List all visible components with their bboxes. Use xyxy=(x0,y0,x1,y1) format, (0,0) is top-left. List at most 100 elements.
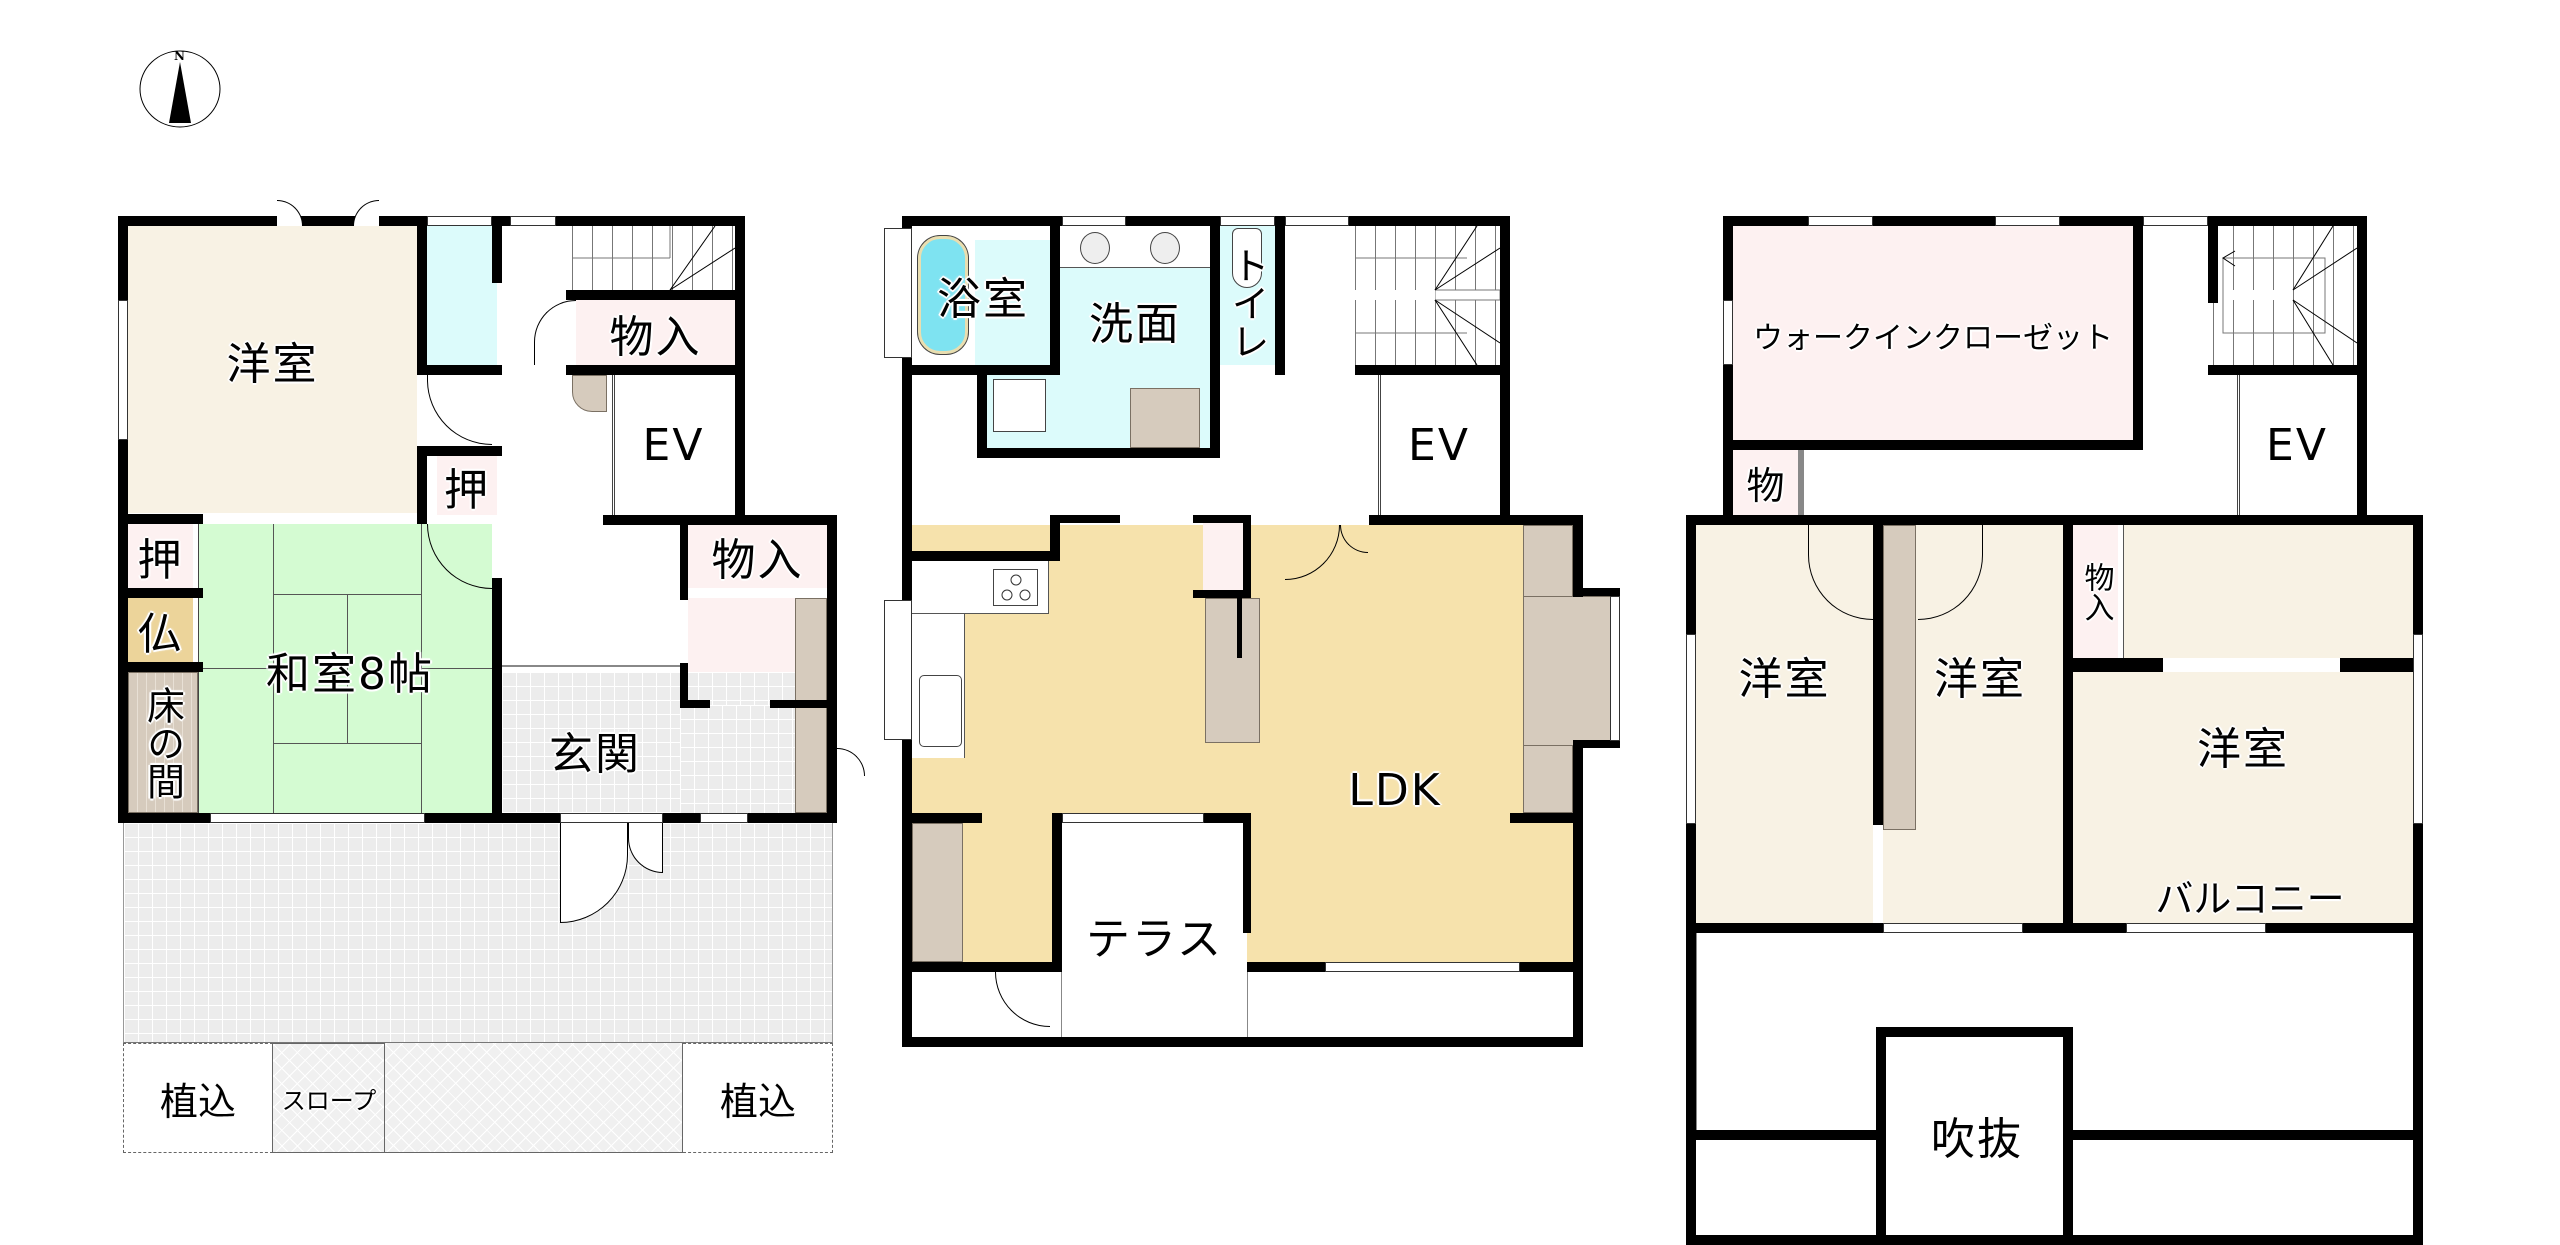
wall xyxy=(603,515,837,525)
wall xyxy=(492,578,502,823)
window xyxy=(1325,962,1520,972)
closet-blue-1f xyxy=(427,226,497,365)
elevator-1f xyxy=(612,375,735,515)
wall xyxy=(977,448,1220,458)
cabinet-ldk-center xyxy=(1205,598,1260,743)
butsudan-label: 仏 xyxy=(137,609,184,660)
wall xyxy=(1876,1027,1886,1245)
tatami-line xyxy=(347,594,348,743)
toilet-icon xyxy=(1232,228,1262,288)
void-atrium-label: 吹抜 xyxy=(1931,1114,2023,1165)
door-swing-icon xyxy=(353,200,379,226)
wall xyxy=(417,446,502,456)
storage-lower-1f-label: 物入 xyxy=(711,535,804,586)
washer-icon xyxy=(993,379,1046,432)
tatami-line xyxy=(421,668,492,669)
wall xyxy=(2413,515,2423,1245)
cabinet-ldk-left xyxy=(912,823,963,962)
wall xyxy=(1050,223,1060,365)
wall xyxy=(2073,1130,2423,1140)
bathroom-floor xyxy=(975,240,1060,365)
wall xyxy=(417,216,427,375)
western-room-3f-3-label: 洋室 xyxy=(2197,724,2289,775)
stove-icon xyxy=(993,569,1038,606)
japanese-room-label: 和室8帖 xyxy=(266,649,434,700)
wall xyxy=(1237,598,1242,658)
window xyxy=(884,228,912,358)
western-room-3f-3 xyxy=(2073,672,2413,923)
window xyxy=(1808,216,1873,226)
window xyxy=(2143,216,2208,226)
wall xyxy=(680,515,688,600)
balcony-label: バルコニー xyxy=(2155,876,2345,921)
wall xyxy=(902,813,982,823)
front-door xyxy=(560,813,663,823)
cabinet-1f-hall xyxy=(572,375,607,412)
wall xyxy=(1210,216,1220,458)
storage-upper-1f-label: 物入 xyxy=(609,311,702,363)
wall xyxy=(902,551,1060,561)
closet-3f-room2 xyxy=(1883,525,1916,830)
western-room-3f-2-label: 洋室 xyxy=(1934,654,2026,705)
washroom-label: 洗面 xyxy=(1089,299,1181,350)
ldk-lower-right xyxy=(1247,813,1573,962)
wall xyxy=(1573,515,1583,597)
wall xyxy=(1723,440,2143,450)
wall xyxy=(1573,740,1583,1047)
window xyxy=(1062,216,1126,226)
closet-area-3f xyxy=(2123,525,2413,658)
storage-3f-label: 物入 xyxy=(2078,561,2114,622)
wall xyxy=(118,662,203,672)
wall xyxy=(2133,216,2143,450)
wall xyxy=(1798,450,1804,515)
tokonoma xyxy=(128,672,198,813)
staircase-3f xyxy=(2213,226,2357,365)
window xyxy=(1285,216,1349,226)
door-swing-icon xyxy=(277,200,303,226)
north-compass: N xyxy=(139,48,221,130)
porch-area xyxy=(123,823,833,1043)
driveway-area xyxy=(385,1043,683,1153)
wall xyxy=(1686,515,2423,525)
elevator-2f xyxy=(1378,375,1500,515)
window xyxy=(510,216,556,226)
elevator-2f-label: EV xyxy=(1408,419,1470,471)
wall xyxy=(118,514,203,524)
wall xyxy=(1686,1235,2423,1245)
planter-right-label: 植込 xyxy=(719,1079,796,1124)
wall xyxy=(2340,658,2420,672)
wall xyxy=(1275,216,1285,375)
closet-2f-small xyxy=(1203,523,1243,590)
wall xyxy=(566,365,743,375)
ldk-lower xyxy=(963,813,1052,962)
bathtub-icon xyxy=(918,236,968,354)
wall xyxy=(2063,515,2073,933)
compass-north-label: N xyxy=(174,49,185,63)
elevator-3f-label: EV xyxy=(2266,419,2328,471)
wall xyxy=(1050,515,1060,561)
storage-lower-1f xyxy=(688,524,827,588)
western-room-1f xyxy=(128,226,417,513)
wall xyxy=(1355,365,1510,375)
kitchen-sink-icon xyxy=(919,675,962,747)
ldk-label: LDK xyxy=(1348,764,1442,816)
planter-left-label: 植込 xyxy=(159,1079,236,1124)
wall xyxy=(902,216,1510,226)
storage-upper-1f xyxy=(576,300,735,365)
western-room-1f-label: 洋室 xyxy=(226,339,319,390)
wall xyxy=(770,700,830,708)
wall xyxy=(1193,515,1250,523)
wall xyxy=(492,216,502,283)
sink-icon xyxy=(1080,232,1110,264)
wall xyxy=(1873,515,1883,825)
window xyxy=(427,216,492,226)
window xyxy=(1220,216,1275,226)
slope-label: スロープ xyxy=(281,1086,377,1115)
elevator-1f-label: EV xyxy=(642,419,705,471)
wall xyxy=(827,515,837,823)
wall xyxy=(118,813,837,823)
oshiire-left xyxy=(128,524,193,588)
terrace xyxy=(1062,823,1247,1037)
wall xyxy=(1193,590,1251,598)
tatami-line xyxy=(198,668,273,669)
